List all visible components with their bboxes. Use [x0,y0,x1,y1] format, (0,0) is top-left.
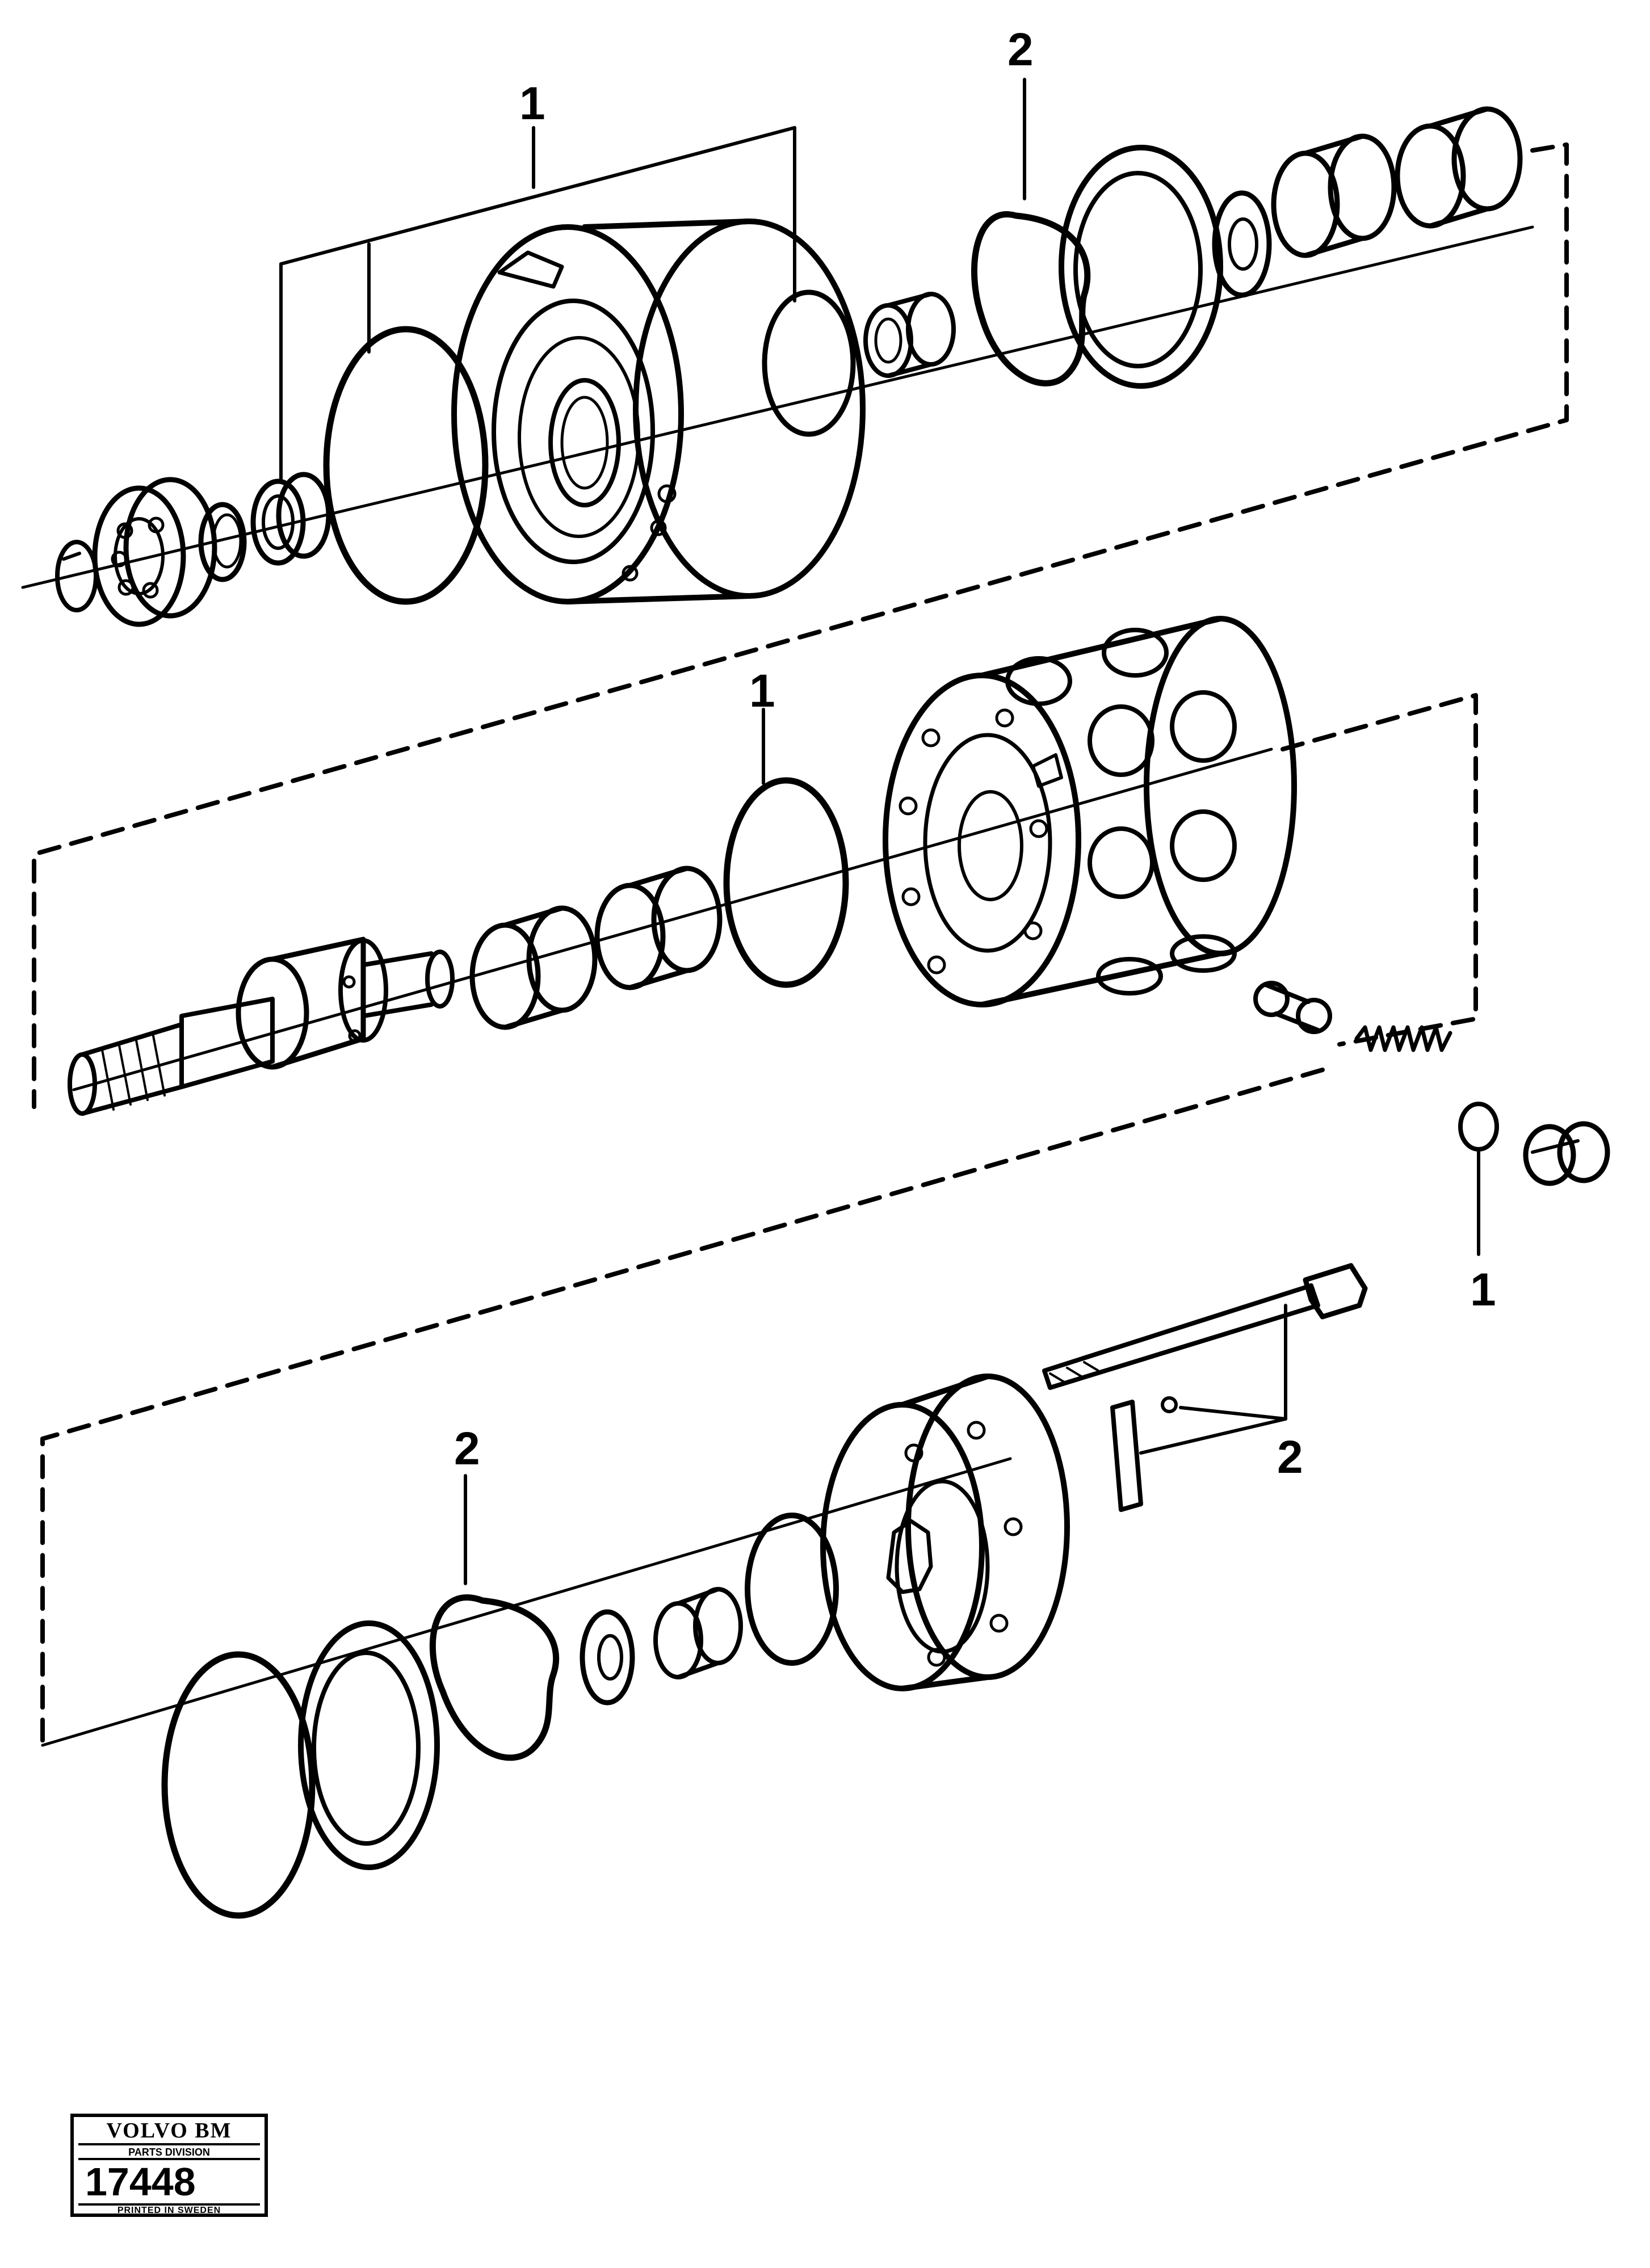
dashed-connector-top [32,142,1569,1109]
callout-label-2: 2 [1007,24,1034,75]
ball-bearing-part [92,477,217,627]
small-o-ring-part [762,289,856,437]
middle-o-ring-part [723,777,849,988]
needle-bushing-part [863,292,956,378]
stamp-brand: VOLVO BM [106,2119,232,2143]
retaining-ring-part [198,502,247,582]
thrust-plate-part [1059,145,1223,389]
end-cover-part [820,1374,1070,1691]
bottom-kidney-seal-part [429,1594,559,1761]
bottom-washer-part [580,1609,635,1706]
bottom-needle-bushing-part [653,1587,743,1679]
callout-label-1: 1 [1470,1264,1496,1316]
callout-label-1: 1 [519,78,545,129]
stamp-division: PARTS DIVISION [78,2143,260,2158]
valve-body-part [883,616,1297,1007]
callout-label-2: 2 [1277,1431,1303,1483]
circlip-part [55,540,98,612]
middle-bushing-part-2 [594,866,723,990]
middle-bushing-part-1 [469,905,598,1030]
dashed-connector-middle-right [1280,693,1478,1047]
bottom-large-o-ring-part [161,1651,316,1919]
lock-plate-part [1110,1400,1143,1512]
callout-label-1: 1 [749,665,775,717]
bottom-o-ring-part [745,1513,839,1666]
stamp-number: 17448 [78,2158,260,2206]
dashed-connector-bottom [40,1068,1325,1748]
bottom-assembly [41,1263,1368,1919]
dowel-pin-part [1161,1396,1178,1413]
top-assembly [21,78,1534,627]
bottom-thrust-plate-part [298,1620,440,1870]
washer-part [1212,190,1272,298]
stamp-printed: PRINTED IN SWEDEN [117,2206,221,2215]
bushing-part-1 [1271,133,1397,258]
relief-plug-part [1523,1121,1610,1186]
relief-washer-part [1458,1102,1499,1152]
bushing-part-2 [1395,106,1523,229]
front-housing-part [451,219,866,604]
callout-label-2: 2 [454,1423,480,1475]
middle-assembly [68,616,1610,1256]
kidney-seal-part [971,211,1091,387]
splined-shaft-part [68,936,455,1116]
relief-spool-part [1253,981,1332,1034]
parts-division-stamp: VOLVO BM PARTS DIVISION 17448 PRINTED IN… [70,2114,268,2217]
long-bolt-part [1042,1263,1368,1390]
shaft-seal-part [250,472,331,566]
relief-spring-part [1354,1025,1452,1052]
large-o-ring-part [323,326,489,605]
